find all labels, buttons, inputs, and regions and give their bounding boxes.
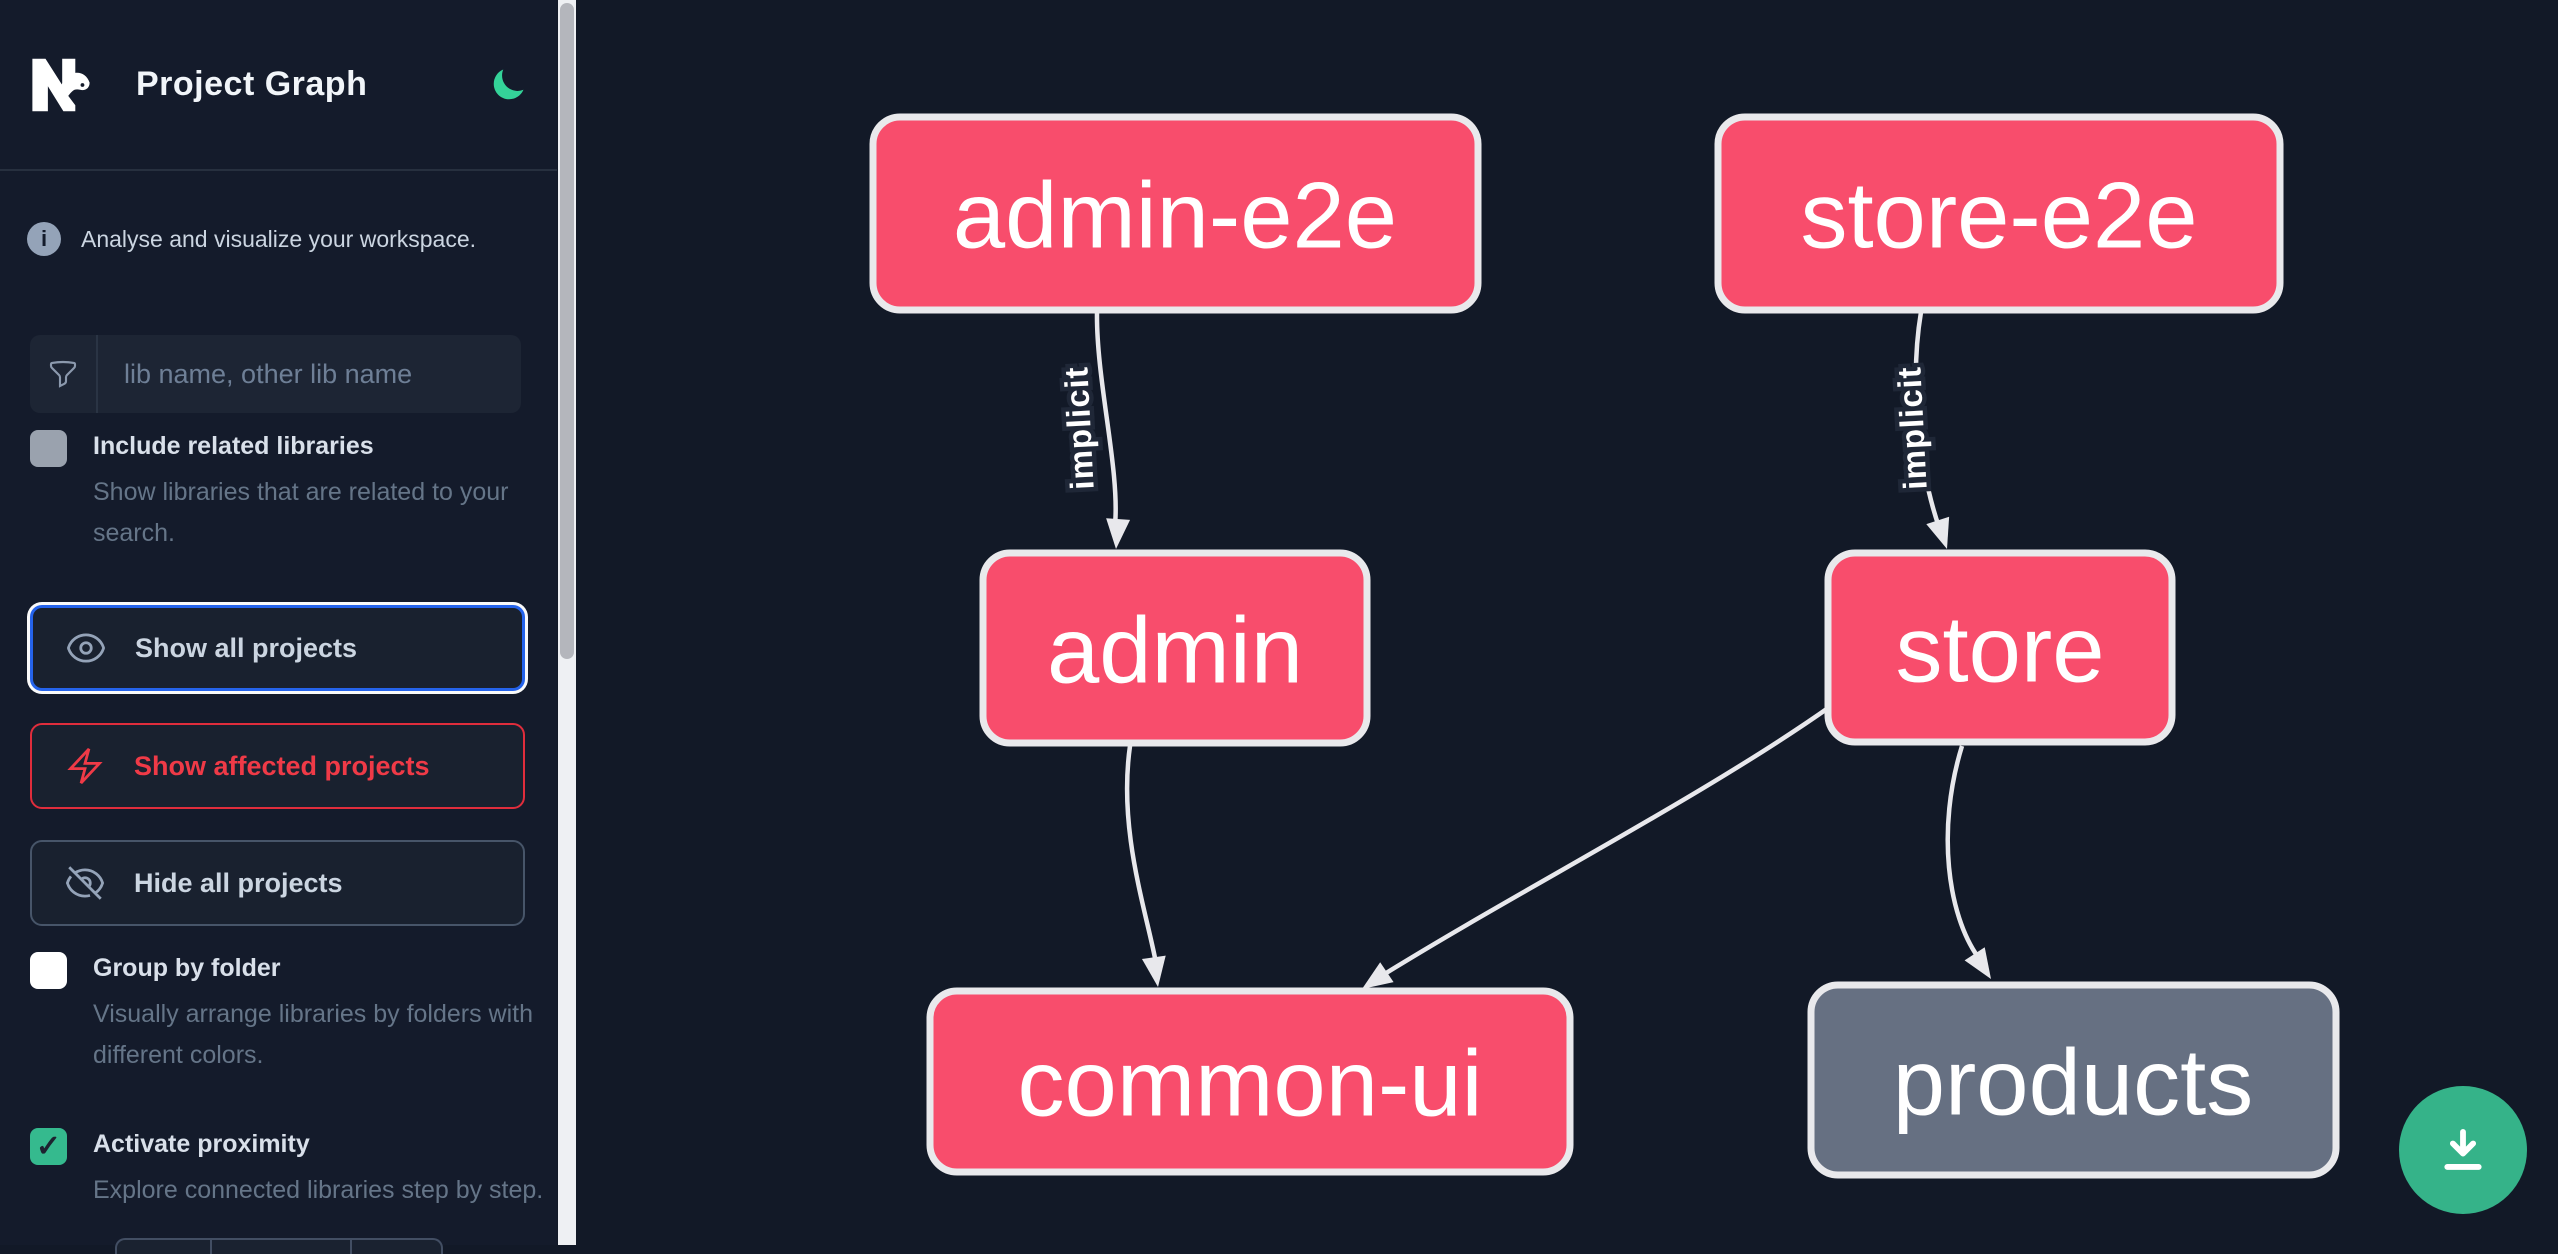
node-label: store-e2e bbox=[1800, 163, 2197, 268]
edge-label-implicit: implicit bbox=[1890, 365, 1933, 490]
activate-proximity-checkbox[interactable]: ✓ bbox=[30, 1128, 67, 1165]
arrowhead-icon bbox=[1964, 947, 1991, 979]
info-text: Analyse and visualize your workspace. bbox=[81, 225, 477, 252]
sidebar-scrollbar-track[interactable] bbox=[558, 0, 576, 1245]
nx-logo-icon bbox=[32, 58, 90, 111]
page-title: Project Graph bbox=[136, 65, 368, 103]
node-label: products bbox=[1893, 1030, 2254, 1135]
edge-store-e2e-store bbox=[1913, 311, 1942, 528]
download-graph-button[interactable] bbox=[2399, 1086, 2527, 1214]
stepper-segment[interactable] bbox=[350, 1240, 441, 1254]
hide-all-projects-label: Hide all projects bbox=[134, 867, 343, 898]
show-all-projects-label: Show all projects bbox=[135, 632, 358, 663]
node-label: admin-e2e bbox=[953, 163, 1397, 268]
graph-node-products[interactable]: products bbox=[1807, 981, 2340, 1179]
edge-store-products bbox=[1945, 745, 1980, 959]
dark-mode-moon-icon[interactable] bbox=[489, 66, 527, 104]
include-related-checkbox[interactable] bbox=[30, 430, 67, 467]
include-related-label: Include related libraries bbox=[93, 432, 374, 460]
activate-proximity-row: ✓ Activate proximity Explore connected l… bbox=[30, 1126, 545, 1211]
arrowhead-icon bbox=[1926, 516, 1950, 549]
arrowhead-icon bbox=[1141, 955, 1166, 987]
show-affected-projects-button[interactable]: Show affected projects bbox=[30, 723, 525, 809]
search-input[interactable] bbox=[98, 335, 521, 413]
hide-all-projects-button[interactable]: Hide all projects bbox=[30, 840, 525, 926]
workspace-info: i Analyse and visualize your workspace. bbox=[27, 222, 476, 256]
filter-icon bbox=[30, 335, 98, 413]
stepper-segment[interactable] bbox=[210, 1240, 350, 1254]
node-label: store bbox=[1896, 597, 2105, 702]
edge-admin-common-ui bbox=[1124, 745, 1159, 964]
graph-node-admin-e2e[interactable]: admin-e2e bbox=[869, 113, 1482, 314]
eye-slash-icon bbox=[65, 866, 105, 900]
include-related-description: Show libraries that are related to your … bbox=[93, 478, 509, 547]
graph-node-common-ui[interactable]: common-ui bbox=[926, 987, 1574, 1176]
download-icon bbox=[2444, 1128, 2482, 1170]
library-filter bbox=[30, 335, 521, 413]
graph-node-store-e2e[interactable]: store-e2e bbox=[1714, 113, 2284, 314]
sidebar: Project Graph i Analyse and visualize yo… bbox=[0, 0, 557, 1254]
edge-label-implicit: implicit bbox=[1057, 365, 1100, 490]
arrowhead-icon bbox=[1106, 518, 1131, 549]
edge-admin-e2e-admin bbox=[1094, 311, 1118, 526]
graph-node-store[interactable]: store bbox=[1824, 549, 2176, 746]
sidebar-scrollbar-thumb[interactable] bbox=[560, 3, 574, 659]
info-icon: i bbox=[27, 222, 61, 256]
graph-node-admin[interactable]: admin bbox=[979, 549, 1371, 747]
show-all-projects-button[interactable]: Show all projects bbox=[30, 605, 525, 691]
include-related-row: Include related libraries Show libraries… bbox=[30, 428, 545, 553]
edge-store-common-ui bbox=[1381, 704, 1833, 977]
arrowhead-icon bbox=[1362, 962, 1394, 989]
node-label: common-ui bbox=[1018, 1031, 1483, 1136]
sidebar-header: Project Graph bbox=[0, 0, 557, 171]
activate-proximity-description: Explore connected libraries step by step… bbox=[93, 1176, 544, 1205]
lightning-bolt-icon bbox=[67, 747, 103, 785]
show-affected-projects-label: Show affected projects bbox=[134, 750, 430, 781]
checkmark-icon: ✓ bbox=[35, 1129, 62, 1163]
activate-proximity-label: Activate proximity bbox=[93, 1130, 310, 1158]
group-by-folder-checkbox[interactable] bbox=[30, 952, 67, 989]
group-by-folder-row: Group by folder Visually arrange librari… bbox=[30, 950, 545, 1075]
node-label: admin bbox=[1047, 598, 1303, 703]
proximity-stepper-control[interactable] bbox=[115, 1238, 443, 1254]
group-by-folder-description: Visually arrange libraries by folders wi… bbox=[93, 1000, 534, 1069]
eye-icon bbox=[67, 633, 105, 663]
group-by-folder-label: Group by folder bbox=[93, 954, 281, 982]
stepper-segment[interactable] bbox=[117, 1240, 210, 1254]
